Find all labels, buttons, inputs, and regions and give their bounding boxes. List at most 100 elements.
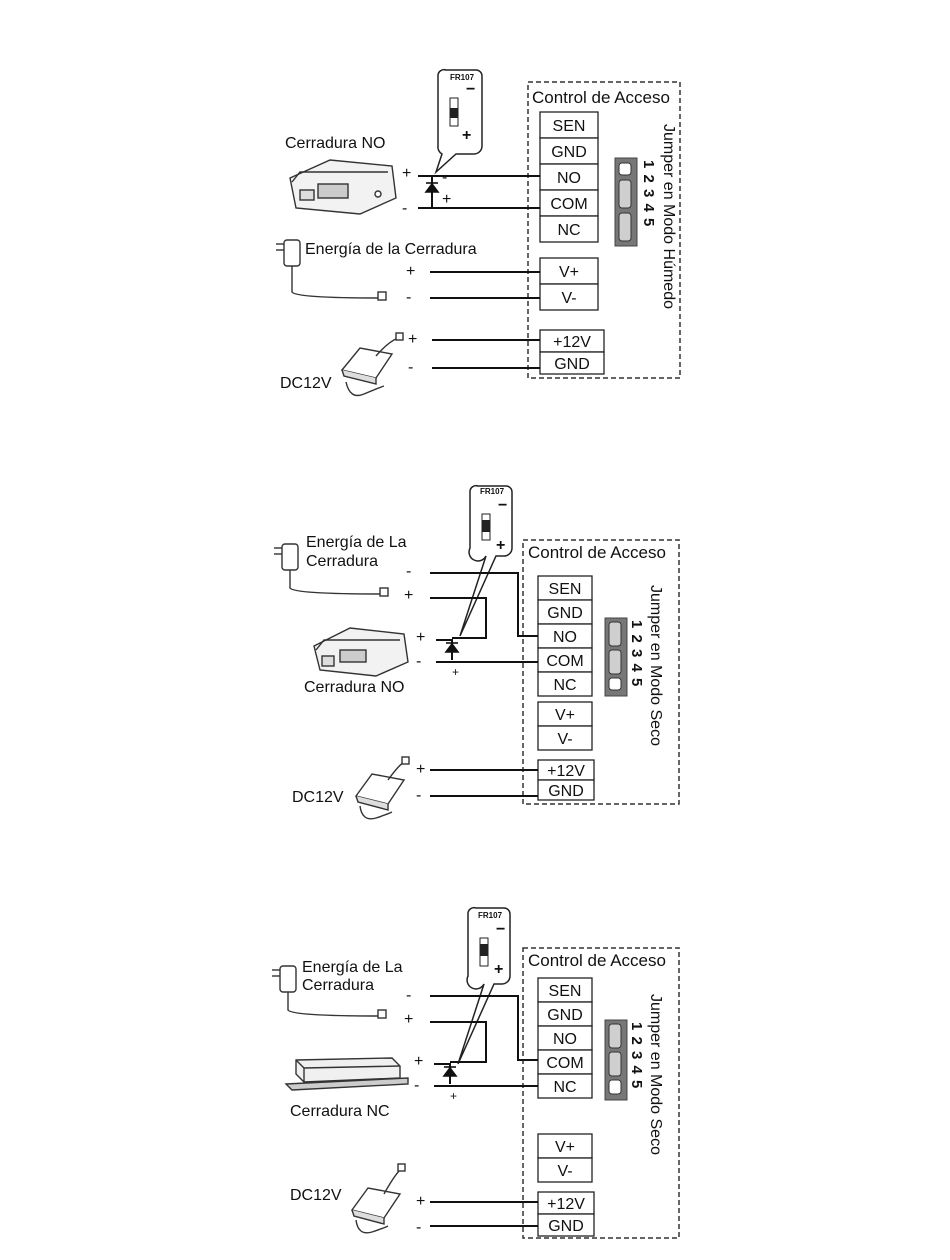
- lock-label: Cerradura NO: [304, 679, 404, 696]
- sign-lock-plus: +: [416, 629, 425, 646]
- lock-label: Cerradura NC: [290, 1103, 390, 1120]
- sign-lock-minus: -: [402, 200, 407, 217]
- terminal-v-minus: V-: [557, 1163, 572, 1180]
- sign-power-plus: +: [404, 1011, 413, 1028]
- lock-power-terminals: V+ V-: [539, 257, 599, 311]
- jumper-numbers: 1 2 3 4 5: [640, 160, 657, 227]
- diode-minus-label: −: [498, 497, 507, 514]
- access-control-title: Control de Acceso: [532, 88, 670, 107]
- wires: [430, 572, 538, 797]
- jumper-mode-label: Jumper en Modo Seco: [647, 994, 664, 1155]
- lock-power-label-line2: Cerradura: [306, 553, 378, 570]
- terminal-no: NO: [553, 1031, 577, 1048]
- terminal-v-plus: V+: [555, 707, 575, 724]
- terminal-dc-gnd: GND: [554, 356, 590, 373]
- lock-power-adapter-icon: [272, 965, 387, 1019]
- access-control-box: [522, 947, 680, 1239]
- terminal-no: NO: [553, 629, 577, 646]
- diode-plus-label: +: [494, 961, 503, 978]
- dc-terminals: +12V GND: [537, 759, 595, 801]
- relay-terminal-block: SEN GND NO COM NC: [539, 111, 599, 243]
- dc-label: DC12V: [280, 375, 332, 392]
- lock-power-label-line2: Cerradura: [302, 977, 374, 994]
- diode-symbol: [444, 642, 460, 653]
- diode-plus-label: +: [496, 537, 505, 554]
- jumper-block: [614, 157, 638, 247]
- lock-nc-icon: [284, 1057, 409, 1091]
- diode-symbol: [424, 182, 440, 193]
- terminal-no: NO: [557, 170, 581, 187]
- terminal-v-minus: V-: [561, 290, 576, 307]
- lock-power-terminals: V+ V-: [537, 1133, 593, 1183]
- sign-dc-plus: +: [408, 331, 417, 348]
- sign-power-minus: -: [406, 987, 411, 1004]
- terminal-dc-gnd: GND: [548, 1218, 584, 1235]
- diode-minus-label: −: [466, 81, 475, 98]
- lock-power-label: Energía de la Cerradura: [305, 241, 477, 258]
- sign-lock-plus: +: [414, 1053, 423, 1070]
- terminal-sen: SEN: [553, 118, 586, 135]
- sign-lock-plus: +: [402, 165, 411, 182]
- terminal-gnd: GND: [547, 605, 583, 622]
- terminal-12v: +12V: [547, 1196, 585, 1213]
- jumper-numbers: 1 2 3 4 5: [628, 620, 645, 687]
- jumper-mode-label: Jumper en Modo Seco: [647, 585, 664, 746]
- jumper-block: [604, 1019, 628, 1101]
- access-control-box: [522, 539, 680, 805]
- wires: [430, 995, 538, 1227]
- sign-dc-minus: -: [416, 787, 421, 804]
- terminal-v-plus: V+: [559, 264, 579, 281]
- terminal-dc-gnd: GND: [548, 783, 584, 800]
- lock-power-adapter-icon: [276, 239, 387, 301]
- relay-terminal-block: SEN GND NO COM NC: [537, 575, 593, 697]
- access-control-title: Control de Acceso: [528, 543, 666, 562]
- diode-symbol: [442, 1066, 458, 1077]
- sign-power-minus: -: [406, 563, 411, 580]
- sign-power-minus: -: [406, 289, 411, 306]
- terminal-sen: SEN: [549, 983, 582, 1000]
- sign-dc-minus: -: [408, 359, 413, 376]
- dc-label: DC12V: [290, 1187, 342, 1204]
- jumper-block: [604, 617, 628, 697]
- sign-dc-plus: +: [416, 1193, 425, 1210]
- wires: [418, 175, 540, 369]
- sign-diode-plus: +: [442, 191, 451, 208]
- sign-diode-plus: +: [450, 1089, 457, 1103]
- sign-dc-minus: -: [416, 1219, 421, 1236]
- terminal-com: COM: [546, 1055, 583, 1072]
- terminal-gnd: GND: [547, 1007, 583, 1024]
- terminal-12v: +12V: [553, 334, 591, 351]
- dc-adapter-icon: [350, 1163, 406, 1234]
- diode-callout: FR107 − +: [434, 68, 483, 175]
- sign-power-plus: +: [404, 587, 413, 604]
- terminal-com: COM: [546, 653, 583, 670]
- lock-no-icon: [313, 627, 409, 677]
- lock-no-icon: [289, 159, 397, 215]
- diagram-dry-mode-no: Control de Acceso SEN GND NO COM NC V+ V…: [274, 484, 680, 820]
- sign-power-plus: +: [406, 263, 415, 280]
- lock-power-label-line1: Energía de La: [302, 959, 403, 976]
- sign-lock-minus: -: [414, 1077, 419, 1094]
- sign-lock-minus: -: [416, 653, 421, 670]
- access-control-title: Control de Acceso: [528, 951, 666, 970]
- terminal-nc: NC: [553, 1079, 576, 1096]
- terminal-com: COM: [550, 196, 587, 213]
- terminal-12v: +12V: [547, 763, 585, 780]
- dc-adapter-icon: [340, 332, 404, 397]
- dc-adapter-icon: [354, 756, 410, 820]
- sign-dc-plus: +: [416, 761, 425, 778]
- jumper-mode-label: Jumper en Modo Húmedo: [660, 124, 677, 309]
- sign-diode-plus: +: [452, 665, 459, 679]
- terminal-nc: NC: [553, 677, 576, 694]
- terminal-v-plus: V+: [555, 1139, 575, 1156]
- diagram-dry-mode-nc: Control de Acceso SEN GND NO COM NC V+ V…: [272, 906, 680, 1239]
- access-control-box: [527, 81, 681, 379]
- dc-terminals: +12V GND: [539, 329, 605, 375]
- terminal-gnd: GND: [551, 144, 587, 161]
- diode-model-label: FR107: [450, 73, 475, 82]
- sign-diode-minus: -: [462, 1053, 467, 1070]
- lock-label: Cerradura NO: [285, 135, 385, 152]
- lock-power-terminals: V+ V-: [537, 701, 593, 751]
- sign-diode-minus: -: [442, 169, 447, 186]
